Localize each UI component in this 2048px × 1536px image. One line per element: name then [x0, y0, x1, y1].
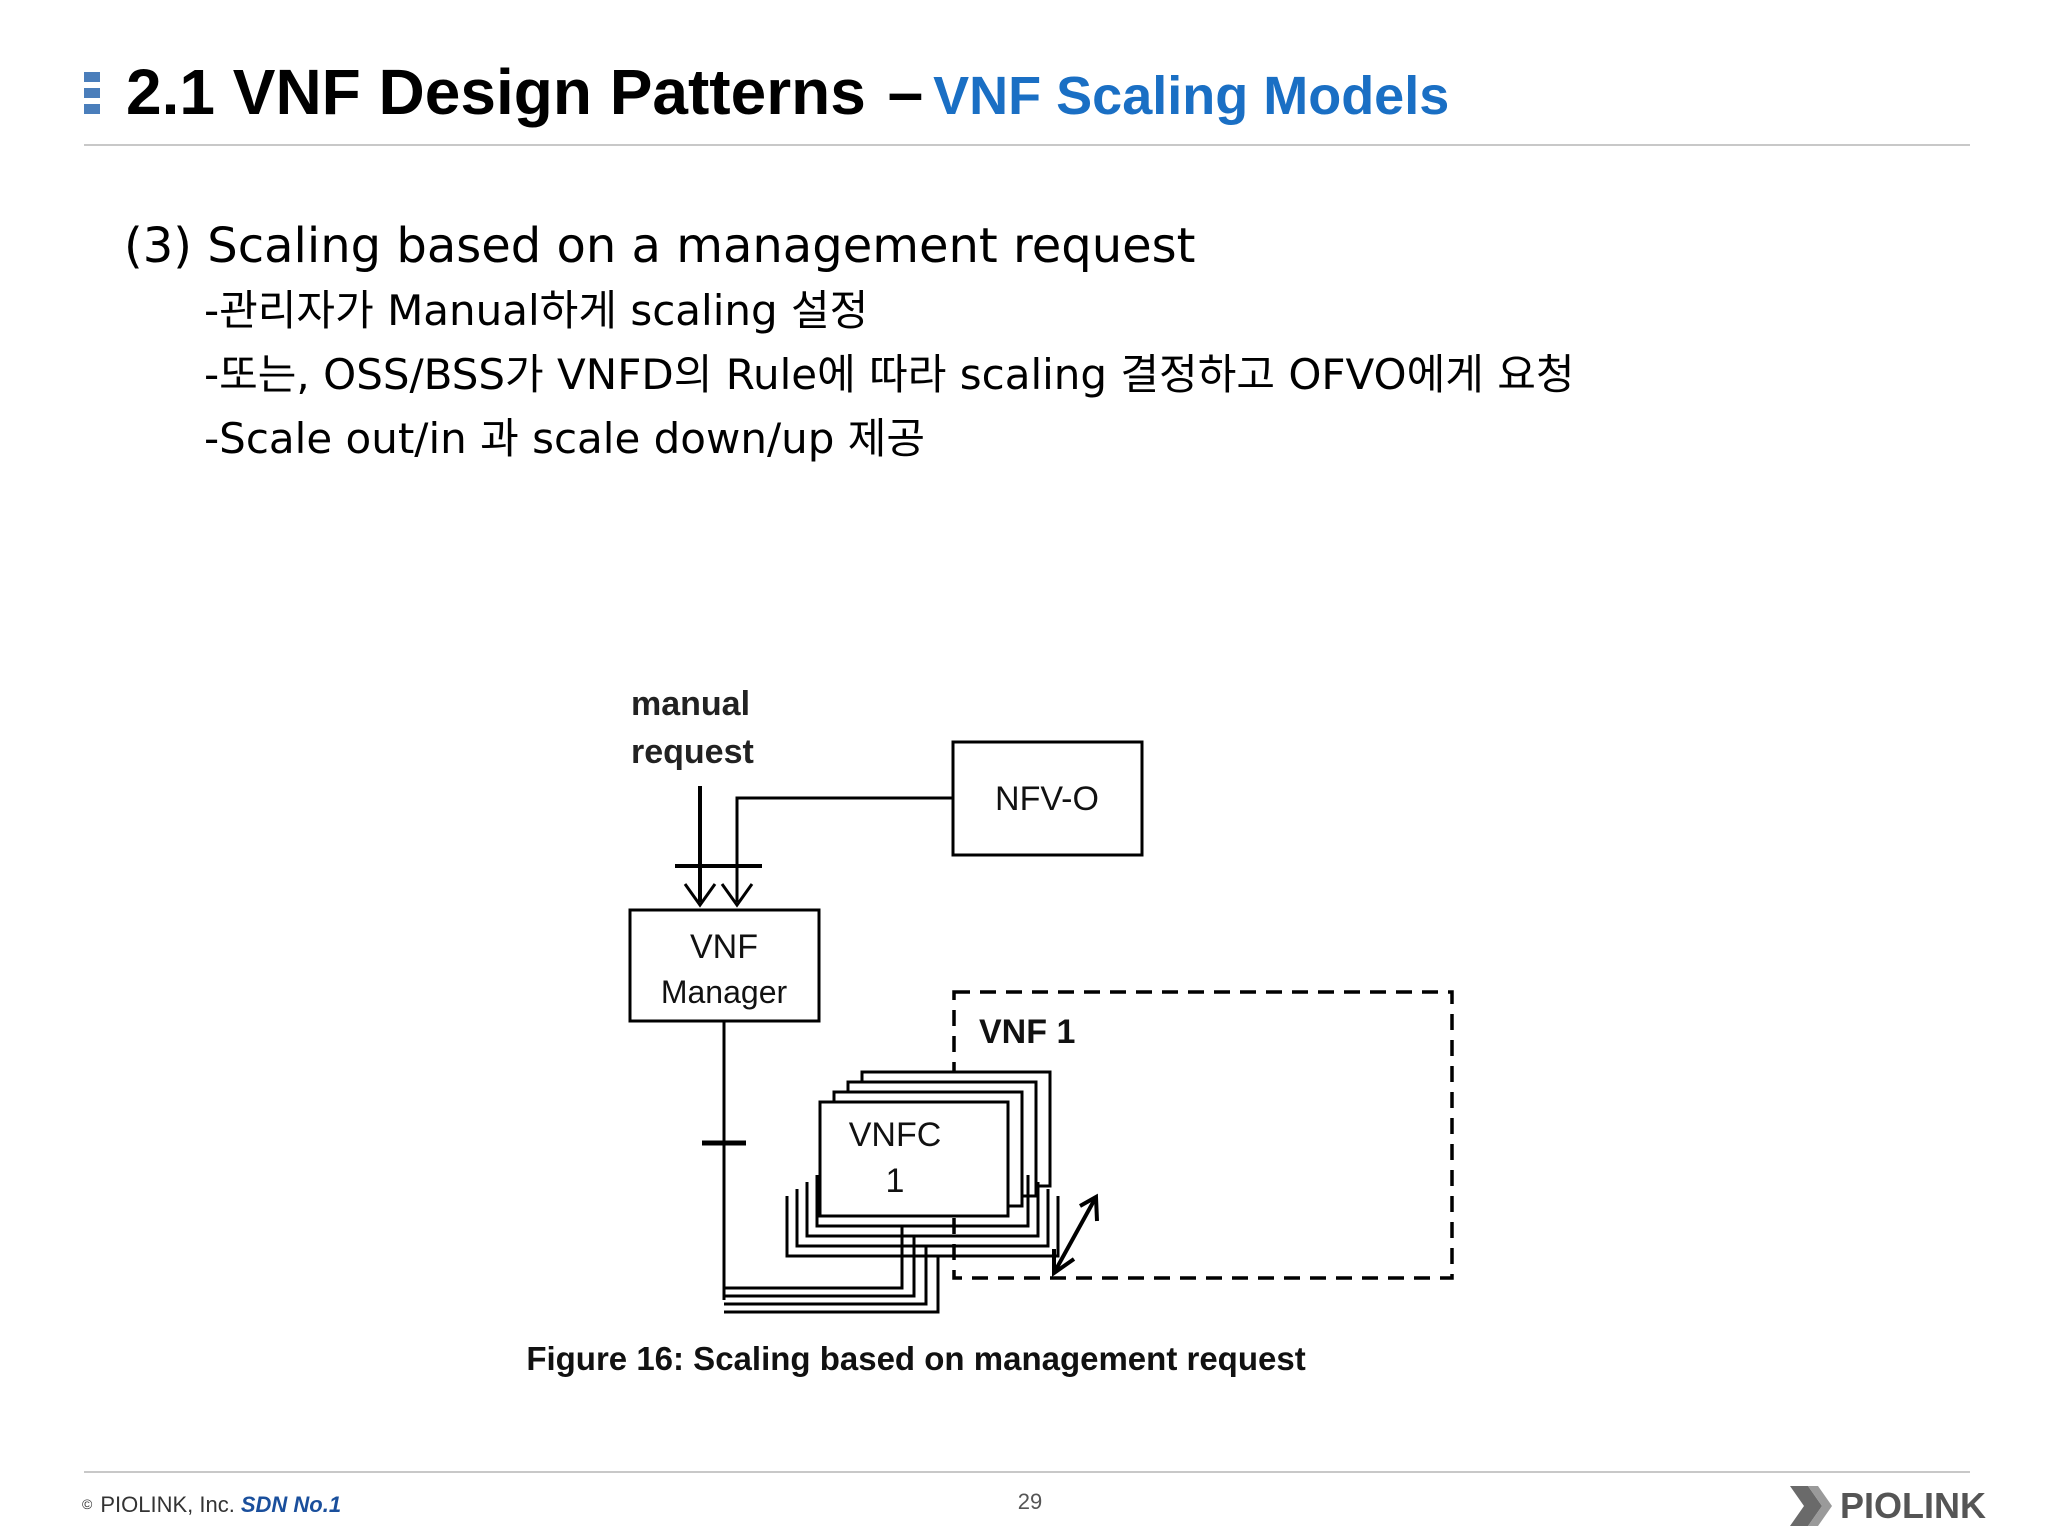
arrowhead-icon — [1052, 1249, 1076, 1277]
company-slogan: SDN No.1 — [240, 1492, 342, 1517]
vnfc-interface — [785, 1196, 1060, 1258]
vnf-manager-label: Manager — [661, 974, 788, 1010]
title-divider — [84, 144, 1970, 146]
piolink-logo: PIOLINK — [1788, 1484, 1986, 1528]
copyright-symbol: © — [82, 1496, 93, 1512]
nfvo-label: NFV-O — [995, 780, 1099, 818]
vnfc-connector — [724, 1246, 928, 1306]
bullet-item: -관리자가 Manual하게 scaling 설정 — [204, 286, 869, 335]
arrowhead-icon — [1079, 1193, 1099, 1222]
title-marker-icon — [84, 72, 100, 114]
page-title: 2.1 VNF Design Patterns –VNF Scaling Mod… — [126, 52, 1449, 136]
vnfc-interface — [815, 1175, 1030, 1228]
scaling-diagram: manual request NFV-O VNF Manager VNF 1 V… — [526, 670, 1520, 1400]
vnfc-interface — [805, 1182, 1040, 1238]
vnfc-box — [818, 1100, 1010, 1218]
nfvo-connector — [735, 796, 953, 902]
vnfc-label: 1 — [886, 1162, 905, 1200]
bullet-item: -또는, OSS/BSS가 VNFD의 Rule에 따라 scaling 결정하… — [204, 350, 1575, 399]
vnf1-box — [952, 990, 1454, 1280]
vnfc-label: VNFC — [849, 1116, 942, 1154]
slide-title: 2.1 VNF Design Patterns –VNF Scaling Mod… — [84, 52, 1984, 132]
section-heading: (3) Scaling based on a management reques… — [124, 218, 1196, 274]
manual-request-label: manual — [631, 685, 750, 723]
title-subtitle: VNF Scaling Models — [933, 66, 1450, 126]
footer-copyright: © PIOLINK, Inc.SDN No.1 — [82, 1490, 341, 1519]
vnf-manager-label: VNF — [690, 928, 758, 966]
company-name: PIOLINK, Inc. — [100, 1492, 235, 1517]
bullet-item: -Scale out/in 과 scale down/up 제공 — [204, 414, 926, 463]
vnfc-connector — [724, 1236, 916, 1298]
vnfc-interface — [795, 1189, 1050, 1248]
vnfc-connector — [724, 1256, 940, 1314]
manual-request-label: request — [631, 733, 754, 771]
logo-mark-icon — [1790, 1486, 1832, 1526]
logo-text: PIOLINK — [1840, 1485, 1987, 1526]
title-dash: – — [887, 56, 924, 128]
arrowhead-icon — [683, 883, 717, 908]
figure-caption: Figure 16: Scaling based on management r… — [526, 1340, 1305, 1377]
vnfc-connector — [724, 1226, 904, 1290]
arrowhead-icon — [720, 883, 754, 908]
vnf1-label: VNF 1 — [979, 1013, 1075, 1051]
scale-arrow-icon — [1052, 1196, 1098, 1274]
footer-divider — [84, 1471, 1970, 1473]
page-number: 29 — [1017, 1489, 1043, 1514]
title-main-text: 2.1 VNF Design Patterns — [126, 56, 866, 128]
